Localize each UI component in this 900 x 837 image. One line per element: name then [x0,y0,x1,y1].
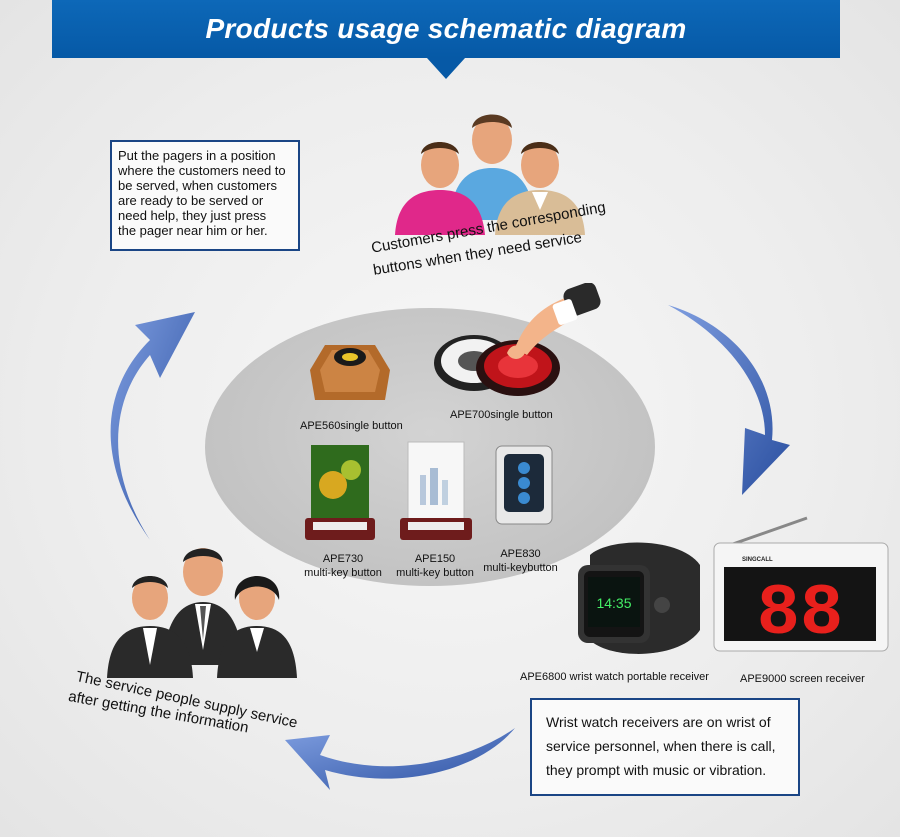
note-line: the pager near him or her. [118,223,268,238]
ape9000-label: APE9000 screen receiver [740,673,865,685]
screen-receiver-icon: SINGCALL 88 [713,516,889,655]
ape730-model: APE730 [322,553,364,565]
note-line: where the customers need to [118,163,286,178]
note-line: service personnel, when there is call, [546,738,776,754]
arrow-left-icon [110,312,195,540]
ape830-pager-icon [495,445,553,525]
ape830-model: APE830 [500,548,541,560]
screen-digits-text: 88 [757,573,843,655]
title-banner: Products usage schematic diagram [52,0,840,58]
banner-pointer [427,58,465,79]
note-line: need help, they just press [118,208,267,223]
ape150-pager-icon [400,441,472,540]
ape830-type: multi-keybutton [483,562,558,574]
ape830-label: APE830 multi-keybutton [483,547,558,575]
watch-time-text: 14:35 [596,595,631,611]
pager-placement-note: Put the pagers in a position where the c… [110,140,300,251]
brand-text: SINGCALL [742,557,773,563]
customers-people-icon [395,114,585,235]
hand-pointer-icon [507,283,601,359]
note-line: Put the pagers in a position [118,148,276,163]
ape700-label: APE700single button [450,409,553,421]
wrist-watch-receiver-icon: 14:35 [578,542,700,654]
note-line: they prompt with music or vibration. [546,762,767,778]
ape730-pager-icon [305,445,375,540]
wrist-watch-note: Wrist watch receivers are on wrist of se… [530,698,800,796]
ape150-label: APE150 multi-key button [395,552,475,580]
ape560-pager-icon [310,345,390,400]
ape6800-label: APE6800 wrist watch portable receiver [520,671,709,683]
ape150-type: multi-key button [396,567,474,579]
ape700-pager-icon [434,335,560,396]
arrow-bottom-icon [285,728,515,790]
ape150-model: APE150 [414,553,456,565]
note-line: Wrist watch receivers are on wrist of [546,714,771,730]
page-title: Products usage schematic diagram [205,13,687,44]
note-line: are ready to be served or [118,193,264,208]
ape730-type: multi-key button [304,567,382,579]
ape730-label: APE730 multi-key button [303,552,383,580]
ape560-label: APE560single button [300,420,403,432]
arrow-right-icon [668,305,790,495]
service-people-icon [107,548,297,678]
note-line: be served, when customers [118,178,277,193]
